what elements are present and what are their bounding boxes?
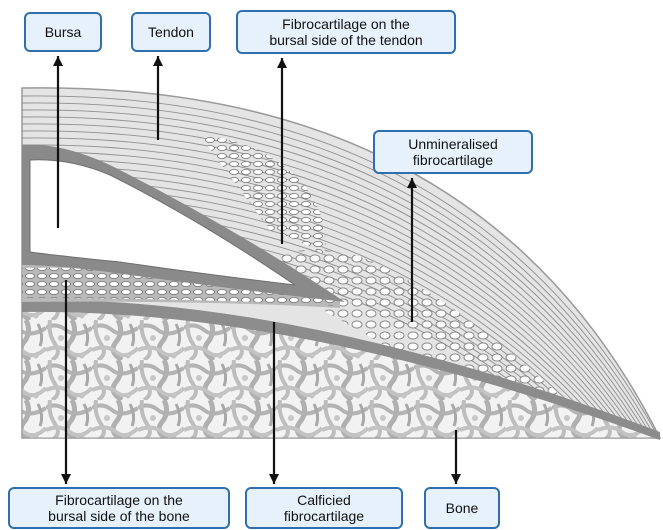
bursa-label: Bursa	[24, 12, 102, 52]
tendon-fibrocartilage-line-1: Fibrocartilage on the	[282, 16, 410, 32]
tendon-fibrocartilage-label: Fibrocartilage on the bursal side of the…	[236, 10, 456, 54]
tendon-label-text: Tendon	[148, 24, 194, 40]
calcified-arrow-head	[269, 474, 279, 484]
calcified-line-1: Calficied	[297, 492, 351, 508]
tendon-fibrocartilage-arrow-head	[277, 58, 287, 68]
bone-fibrocartilage-arrow-head	[61, 474, 71, 484]
bone-fibrocartilage-line-2: bursal side of the bone	[48, 508, 190, 524]
unmineralised-label: Unmineralised fibrocartilage	[373, 130, 533, 174]
tendon-arrow-head	[153, 56, 163, 66]
unmineralised-line-1: Unmineralised	[408, 136, 497, 152]
bone-fibrocartilage-label: Fibrocartilage on the bursal side of the…	[8, 487, 230, 529]
tendon-fibrocartilage-line-2: bursal side of the tendon	[269, 32, 422, 48]
bursa-arrow-head	[53, 56, 63, 66]
tendon-label: Tendon	[131, 12, 211, 52]
bone-label: Bone	[424, 487, 500, 529]
unmineralised-line-2: fibrocartilage	[413, 152, 493, 168]
bone-arrow-head	[451, 474, 461, 484]
bone-fibrocartilage-line-1: Fibrocartilage on the	[55, 492, 183, 508]
bursa-label-text: Bursa	[45, 24, 82, 40]
calcified-label: Calficied fibrocartilage	[245, 487, 403, 529]
bone-label-text: Bone	[446, 500, 479, 516]
calcified-line-2: fibrocartilage	[284, 508, 364, 524]
